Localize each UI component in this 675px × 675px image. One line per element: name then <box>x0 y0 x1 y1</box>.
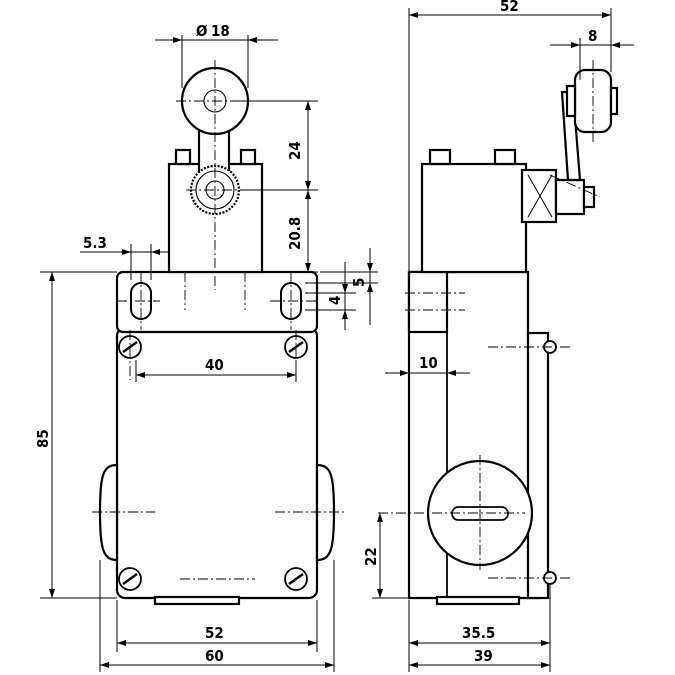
dim-slot-height: 4 <box>326 296 344 305</box>
front-flange <box>115 270 319 334</box>
side-bottom-tab <box>435 595 521 606</box>
dim-hole-spacing: 40 <box>205 356 224 374</box>
dim-roller-width: 8 <box>588 27 597 45</box>
front-right-bulge <box>315 463 336 562</box>
dim-flange-offset: 10 <box>419 354 438 372</box>
screw-bottom-right <box>284 567 308 591</box>
dim-side-hole-spacing: 35.5 <box>462 624 495 642</box>
dim-plug-height: 22 <box>362 547 380 566</box>
screw-bottom-left <box>118 567 142 591</box>
dim-slot-width: 5.3 <box>83 234 107 252</box>
front-bottom-tab <box>153 595 241 606</box>
dim-roller-diameter: 18 <box>211 22 230 40</box>
side-head <box>420 162 528 274</box>
side-flange <box>407 270 449 334</box>
dim-shaft-height: 20.8 <box>286 217 304 250</box>
head-lug-right <box>239 148 257 166</box>
front-view: Ø 18 24 20.8 5.3 4 5 <box>34 22 378 672</box>
front-left-bulge <box>98 463 119 562</box>
dim-body-height: 85 <box>34 429 52 448</box>
dim-roller-offset: 24 <box>286 141 304 160</box>
side-rear-plate <box>526 331 550 600</box>
head-lug-left <box>174 148 192 166</box>
side-view: 52 8 10 22 35.5 39 <box>362 0 634 672</box>
dim-base-hole-spacing: 52 <box>205 624 224 642</box>
dim-body-depth: 39 <box>474 647 493 665</box>
dim-diameter-symbol: Ø <box>196 22 208 40</box>
dim-slot-spacing: 5 <box>350 278 368 287</box>
dim-total-width: 60 <box>205 647 224 665</box>
dim-total-depth: 52 <box>500 0 519 15</box>
